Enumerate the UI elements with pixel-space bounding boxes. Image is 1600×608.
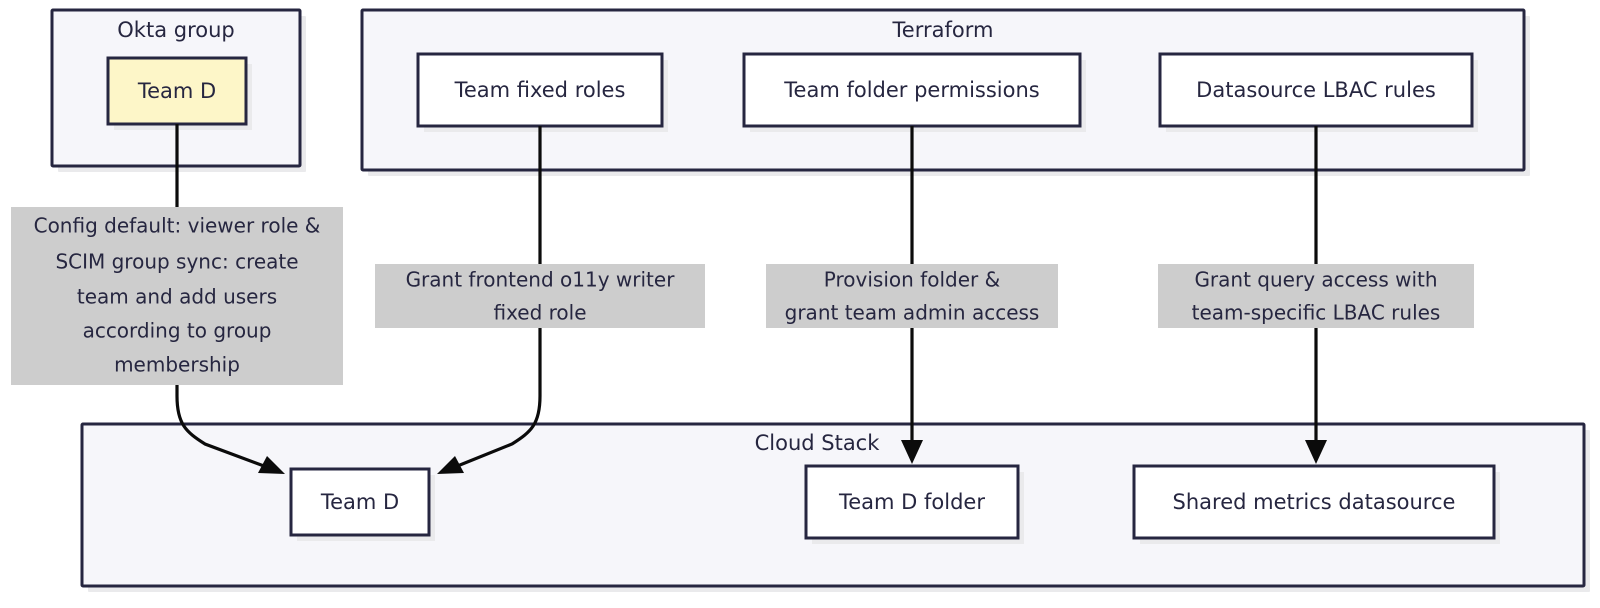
edge-okta-to-team — [175, 124, 285, 474]
edge-fixed-roles-to-team — [437, 126, 542, 474]
edge-label-fixed-roles-to-team-line-1: Grant frontend o11y writer — [406, 268, 676, 292]
edge-label-okta-to-team-line-3: team and add users — [77, 285, 277, 309]
edge-label-lbac-to-datasource-line-2: team-specific LBAC rules — [1192, 301, 1441, 325]
node-team-fixed-roles-label: Team fixed roles — [454, 78, 626, 102]
node-okta-team-d-box — [106, 56, 248, 126]
node-shared-metrics-datasource[interactable]: Shared metrics datasource — [1132, 464, 1500, 544]
edge-okta-to-team-path — [175, 124, 273, 471]
edge-label-fixed-roles-to-team-line-2: fixed role — [493, 301, 586, 325]
edge-label-folder-permissions-line-2: grant team admin access — [785, 301, 1040, 325]
node-team-folder-permissions-label: Team folder permissions — [783, 78, 1039, 102]
edge-label-fixed-roles-to-team-bg — [375, 264, 705, 328]
edge-label-okta-to-team-line-2: SCIM group sync: create — [55, 250, 298, 274]
node-stack-team-d-label: Team D — [320, 490, 399, 514]
node-team-d-folder-box — [804, 464, 1020, 540]
node-stack-team-d-box — [289, 467, 431, 537]
node-team-folder-permissions-box — [742, 52, 1082, 128]
edge-label-okta-to-team-line-5: membership — [114, 353, 240, 377]
edge-fixed-roles-to-team-path — [449, 126, 542, 471]
node-shared-metrics-datasource-box — [1132, 464, 1496, 540]
node-team-folder-permissions[interactable]: Team folder permissions — [742, 52, 1086, 132]
edge-label-folder-permissions-line-1: Provision folder & — [824, 268, 1000, 292]
container-okta-group-title: Okta group — [117, 18, 234, 42]
edge-folder-permissions-to-folder-arrowhead — [901, 440, 923, 464]
node-datasource-lbac-rules[interactable]: Datasource LBAC rules — [1158, 52, 1478, 132]
edge-fixed-roles-to-team-arrowhead — [437, 456, 464, 474]
edge-label-lbac-to-datasource-bg — [1158, 264, 1474, 328]
node-team-d-folder[interactable]: Team D folder — [804, 464, 1024, 544]
node-team-d-folder-label: Team D folder — [838, 490, 985, 514]
node-team-fixed-roles-box — [416, 52, 664, 128]
edge-lbac-to-datasource-arrowhead — [1305, 440, 1327, 464]
edge-label-folder-permissions: Provision folder & grant team admin acce… — [766, 264, 1058, 328]
node-okta-team-d[interactable]: Team D — [106, 56, 252, 130]
edge-label-okta-to-team: Config default: viewer role & SCIM group… — [11, 207, 343, 385]
node-okta-team-d-label: Team D — [137, 79, 216, 103]
edge-label-okta-to-team-bg — [11, 207, 343, 385]
edge-label-folder-permissions-bg — [766, 264, 1058, 328]
container-cloud-stack-title: Cloud Stack — [755, 431, 881, 455]
node-team-fixed-roles[interactable]: Team fixed roles — [416, 52, 668, 132]
edge-label-lbac-to-datasource: Grant query access with team-specific LB… — [1158, 264, 1474, 328]
node-stack-team-d[interactable]: Team D — [289, 467, 435, 541]
edge-label-lbac-to-datasource-line-1: Grant query access with — [1194, 268, 1437, 292]
edge-okta-to-team-arrowhead — [258, 456, 285, 474]
edge-label-okta-to-team-line-1: Config default: viewer role & — [34, 214, 321, 238]
container-terraform-title: Terraform — [892, 18, 994, 42]
edge-label-fixed-roles-to-team: Grant frontend o11y writer fixed role — [375, 264, 705, 328]
edge-label-okta-to-team-line-4: according to group — [83, 319, 272, 343]
node-shared-metrics-datasource-label: Shared metrics datasource — [1173, 490, 1456, 514]
node-datasource-lbac-rules-label: Datasource LBAC rules — [1196, 78, 1436, 102]
